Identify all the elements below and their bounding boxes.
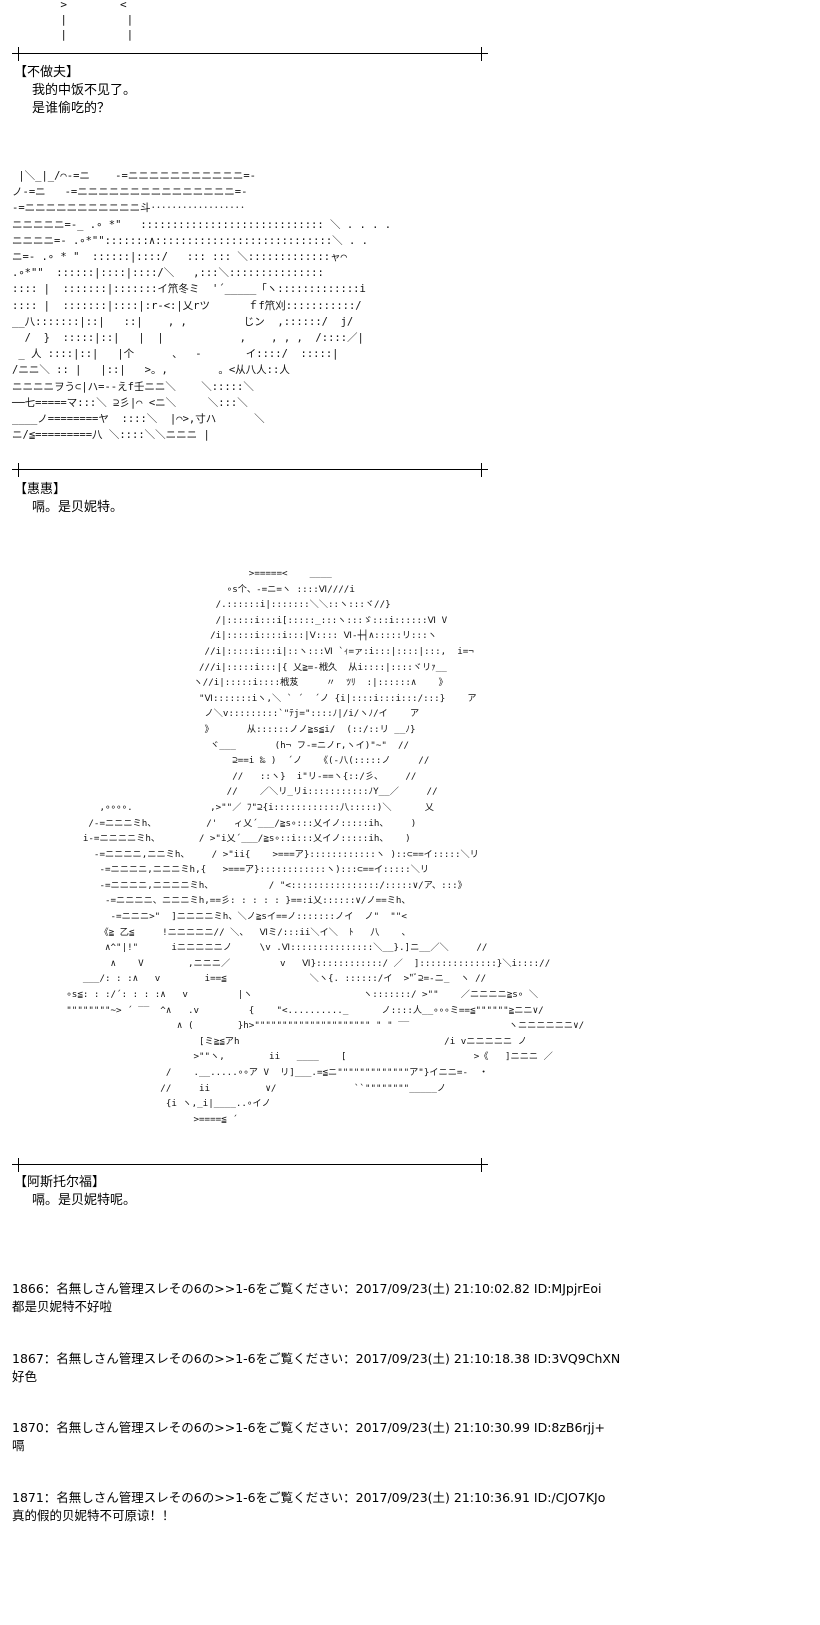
ascii-art-fragment-top: > < | | | | xyxy=(60,0,134,41)
speaker-name: 【惠惠】 xyxy=(14,482,67,497)
post-header: 1866：名無しさん管理スレその6の>>1-6をご覧ください：2017/09/2… xyxy=(12,1281,602,1296)
post-header: 1871：名無しさん管理スレその6の>>1-6をご覧ください：2017/09/2… xyxy=(12,1490,606,1505)
post-header: 1870：名無しさん管理スレその6の>>1-6をご覧ください：2017/09/2… xyxy=(12,1420,606,1435)
ascii-art-scene-1: |＼_|_/⌒-=ニ -=ニニニニニニニニニニニ=- ノ-=ニ -=ニニニニニニ… xyxy=(12,170,392,442)
speaker-name: 【阿斯托尔福】 xyxy=(14,1175,106,1190)
post-body: 嗝 xyxy=(12,1438,25,1453)
post-body: 真的假的贝妮特不可原谅！！ xyxy=(12,1508,175,1523)
dialog-line: 是谁偷吃的？ xyxy=(32,101,111,116)
post-body: 好色 xyxy=(12,1369,38,1384)
section-divider xyxy=(12,47,488,61)
dialog-line: 我的中饭不见了。 xyxy=(32,83,137,98)
section-divider xyxy=(12,1158,488,1172)
post-header: 1867：名無しさん管理スレその6の>>1-6をご覧ください：2017/09/2… xyxy=(12,1351,621,1366)
ascii-art-scene-2: >=====< ____ ∘s个、-=ニ=ヽ ::::Ⅵ////i /.::::… xyxy=(66,568,585,1125)
dialog-line: 嗝。是贝妮特呢。 xyxy=(32,1193,137,1208)
speaker-name: 【不做夫】 xyxy=(14,65,80,80)
section-divider xyxy=(12,463,488,477)
dialog-line: 嗝。是贝妮特。 xyxy=(32,500,124,515)
post-body: 都是贝妮特不好啦 xyxy=(12,1299,113,1314)
